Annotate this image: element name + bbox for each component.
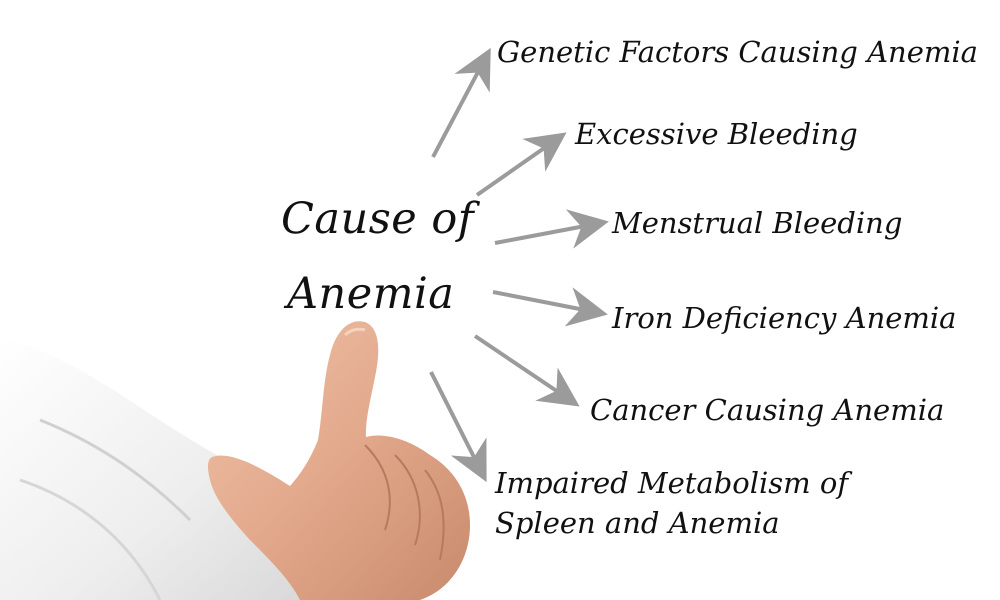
arrow-excessive-bleeding <box>475 132 567 197</box>
central-topic-line-1: Cause of <box>281 194 475 244</box>
cause-impaired-metabolism-line-1: Impaired Metabolism of <box>495 466 849 500</box>
cause-impaired-metabolism: Impaired Metabolism of Spleen and Anemia <box>495 463 848 543</box>
cause-genetic-factors: Genetic Factors Causing Anemia <box>497 35 978 69</box>
cause-menstrual-bleeding: Menstrual Bleeding <box>612 206 903 240</box>
arrow-genetic <box>431 47 491 158</box>
cause-iron-deficiency: Iron Deficiency Anemia <box>612 301 957 335</box>
hand-shape <box>207 321 470 600</box>
arrow-impaired-metabolism <box>429 371 487 483</box>
sleeve-shape <box>0 338 300 600</box>
central-topic-line-2: Anemia <box>287 269 455 319</box>
cause-excessive-bleeding: Excessive Bleeding <box>575 117 858 151</box>
arrow-iron-deficiency <box>492 287 608 327</box>
arrow-cancer <box>473 334 580 407</box>
cause-cancer: Cancer Causing Anemia <box>590 393 945 427</box>
arrow-menstrual-bleeding <box>494 209 609 249</box>
cause-impaired-metabolism-line-2: Spleen and Anemia <box>495 506 780 540</box>
